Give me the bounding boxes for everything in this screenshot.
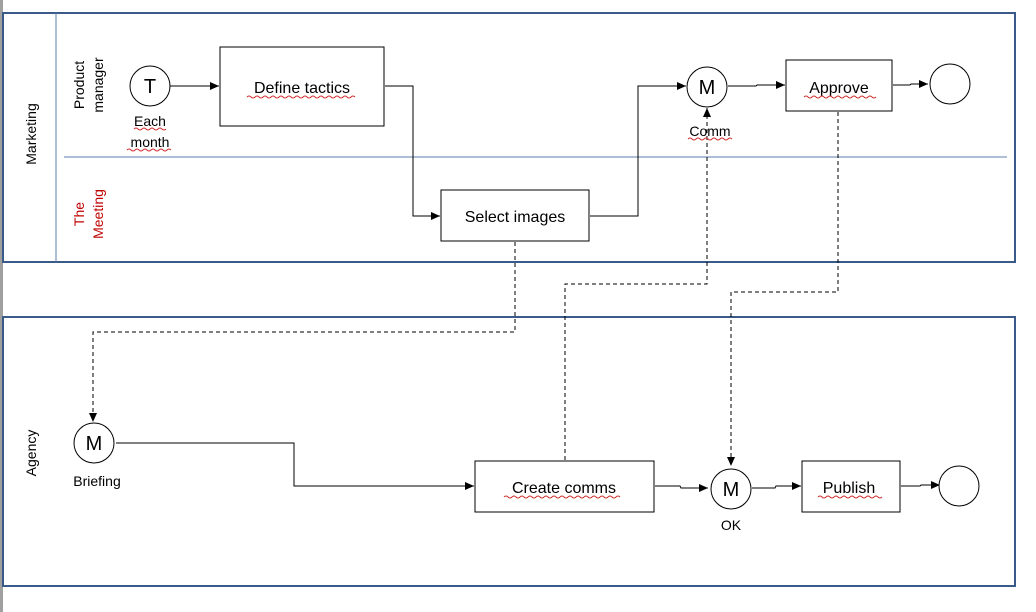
agency-pool-label: Agency: [23, 430, 39, 477]
create-comms-box: [474, 460, 655, 513]
create-comms-label: Create comms: [512, 480, 616, 497]
spellcheck-squiggle: [687, 137, 733, 141]
ok-event-circle: [710, 468, 752, 510]
briefing-event-caption: Briefing: [73, 473, 120, 489]
lane-label-the-meeting-1: The: [71, 202, 87, 226]
timer-start-caption-2: month: [131, 134, 170, 150]
spellcheck-squiggle: [126, 148, 172, 152]
briefing-event-symbol: M: [86, 433, 103, 455]
define-tactics-box: [219, 46, 385, 127]
select-images-task[interactable]: Select images: [440, 189, 590, 242]
select-images-box: [440, 189, 590, 242]
spellcheck-squiggle: [246, 95, 356, 99]
lane-label-product-manager-2: manager: [90, 57, 106, 113]
sequence-flows: [116, 80, 940, 492]
flow-publish-to-end: [901, 481, 940, 489]
timer-start-caption-1: Each: [134, 113, 166, 129]
lane-label-the-meeting-2: Meeting: [90, 189, 106, 239]
comm-event-circle: [686, 66, 728, 108]
timer-start-circle: [129, 65, 171, 107]
timer-start-symbol: T: [144, 76, 156, 98]
create-comms-task[interactable]: Create comms: [474, 460, 655, 513]
message-flows: [89, 108, 839, 466]
spellcheck-squiggle: [503, 495, 621, 499]
comm-event-symbol: M: [699, 77, 716, 99]
briefing-event[interactable]: M Briefing: [73, 422, 121, 489]
spellcheck-squiggle: [803, 95, 877, 99]
lane-label-product-manager-1: Product: [71, 61, 87, 109]
approve-label: Approve: [809, 80, 869, 97]
flow-define-to-select: [385, 85, 440, 220]
message-select-to-briefing: [89, 242, 516, 422]
marketing-pool-label: Marketing: [23, 103, 39, 164]
flow-ok-to-publish: [752, 482, 801, 490]
publish-box: [801, 460, 901, 513]
approve-box: [785, 59, 893, 112]
left-edge: [0, 0, 3, 612]
flow-select-to-comm: [590, 82, 686, 217]
agency-end-event[interactable]: [938, 465, 980, 507]
define-tactics-label: Define tactics: [254, 80, 350, 97]
agency-pool-border: [2, 316, 1016, 587]
publish-label: Publish: [823, 480, 875, 497]
message-approve-to-ok: [727, 112, 839, 466]
flow-briefing-to-create: [116, 442, 474, 490]
select-images-label: Select images: [465, 209, 566, 226]
timer-start-event[interactable]: T Each month: [126, 65, 172, 152]
briefing-event-circle: [73, 422, 115, 464]
define-tactics-task[interactable]: Define tactics: [219, 46, 385, 127]
flow-create-to-ok: [655, 484, 708, 492]
ok-event-symbol: M: [723, 479, 740, 501]
comm-event-caption: Comm: [689, 123, 730, 139]
flow-approve-to-end: [893, 80, 928, 88]
message-create-to-comm: [564, 108, 711, 460]
flow-comm-to-approve: [728, 81, 785, 89]
ok-event[interactable]: M OK: [710, 468, 752, 533]
comm-event[interactable]: M Comm: [686, 66, 733, 141]
marketing-end-event[interactable]: [929, 63, 971, 105]
approve-task[interactable]: Approve: [785, 59, 893, 112]
ok-event-caption: OK: [721, 517, 742, 533]
spellcheck-squiggle: [817, 495, 883, 499]
publish-task[interactable]: Publish: [801, 460, 901, 513]
spellcheck-squiggle: [133, 127, 167, 131]
agency-pool: Agency: [2, 316, 1016, 587]
